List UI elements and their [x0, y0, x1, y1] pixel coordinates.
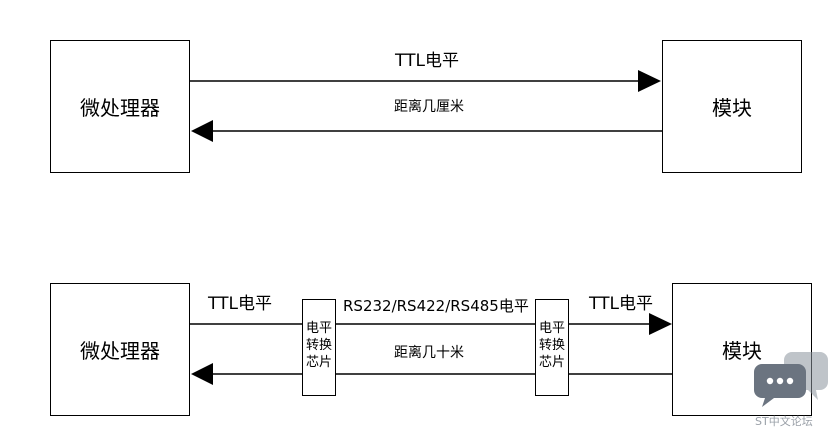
top-return-arrowhead	[191, 120, 213, 142]
watermark-text: ST中文论坛	[755, 415, 813, 428]
bottom-right-signal-label: TTL电平	[589, 294, 653, 314]
left-level-conversion-chip: 电平 转换 芯片	[302, 299, 336, 396]
top-signal-label: TTL电平	[395, 51, 459, 71]
right-chip-label-2: 转换	[538, 338, 565, 353]
top-distance-label: 距离几厘米	[394, 99, 464, 115]
top-module-label: 模块	[712, 96, 752, 120]
left-chip-label-2: 转换	[305, 338, 332, 353]
top-microprocessor-box: 微处理器	[50, 40, 190, 173]
chat-bubble-icon	[754, 352, 828, 407]
bottom-left-signal-label: TTL电平	[208, 294, 272, 314]
left-chip-label-1: 电平	[305, 321, 332, 336]
left-chip-label-3: 芯片	[305, 355, 332, 370]
bottom-forward-arrowhead	[649, 313, 672, 335]
bottom-module-label: 模块	[722, 339, 762, 363]
top-microprocessor-label: 微处理器	[80, 96, 160, 120]
bottom-microprocessor-box: 微处理器	[50, 283, 190, 416]
top-module-box: 模块	[662, 40, 802, 173]
top-forward-arrowhead	[638, 70, 661, 92]
bottom-return-arrowhead	[191, 363, 213, 385]
bottom-distance-label: 距离几十米	[394, 345, 464, 361]
bottom-microprocessor-label: 微处理器	[80, 339, 160, 363]
bottom-middle-signal-label: RS232/RS422/RS485电平	[343, 297, 529, 315]
right-level-conversion-chip: 电平 转换 芯片	[535, 299, 569, 396]
right-chip-label-3: 芯片	[538, 355, 565, 370]
right-chip-label-1: 电平	[538, 321, 565, 336]
